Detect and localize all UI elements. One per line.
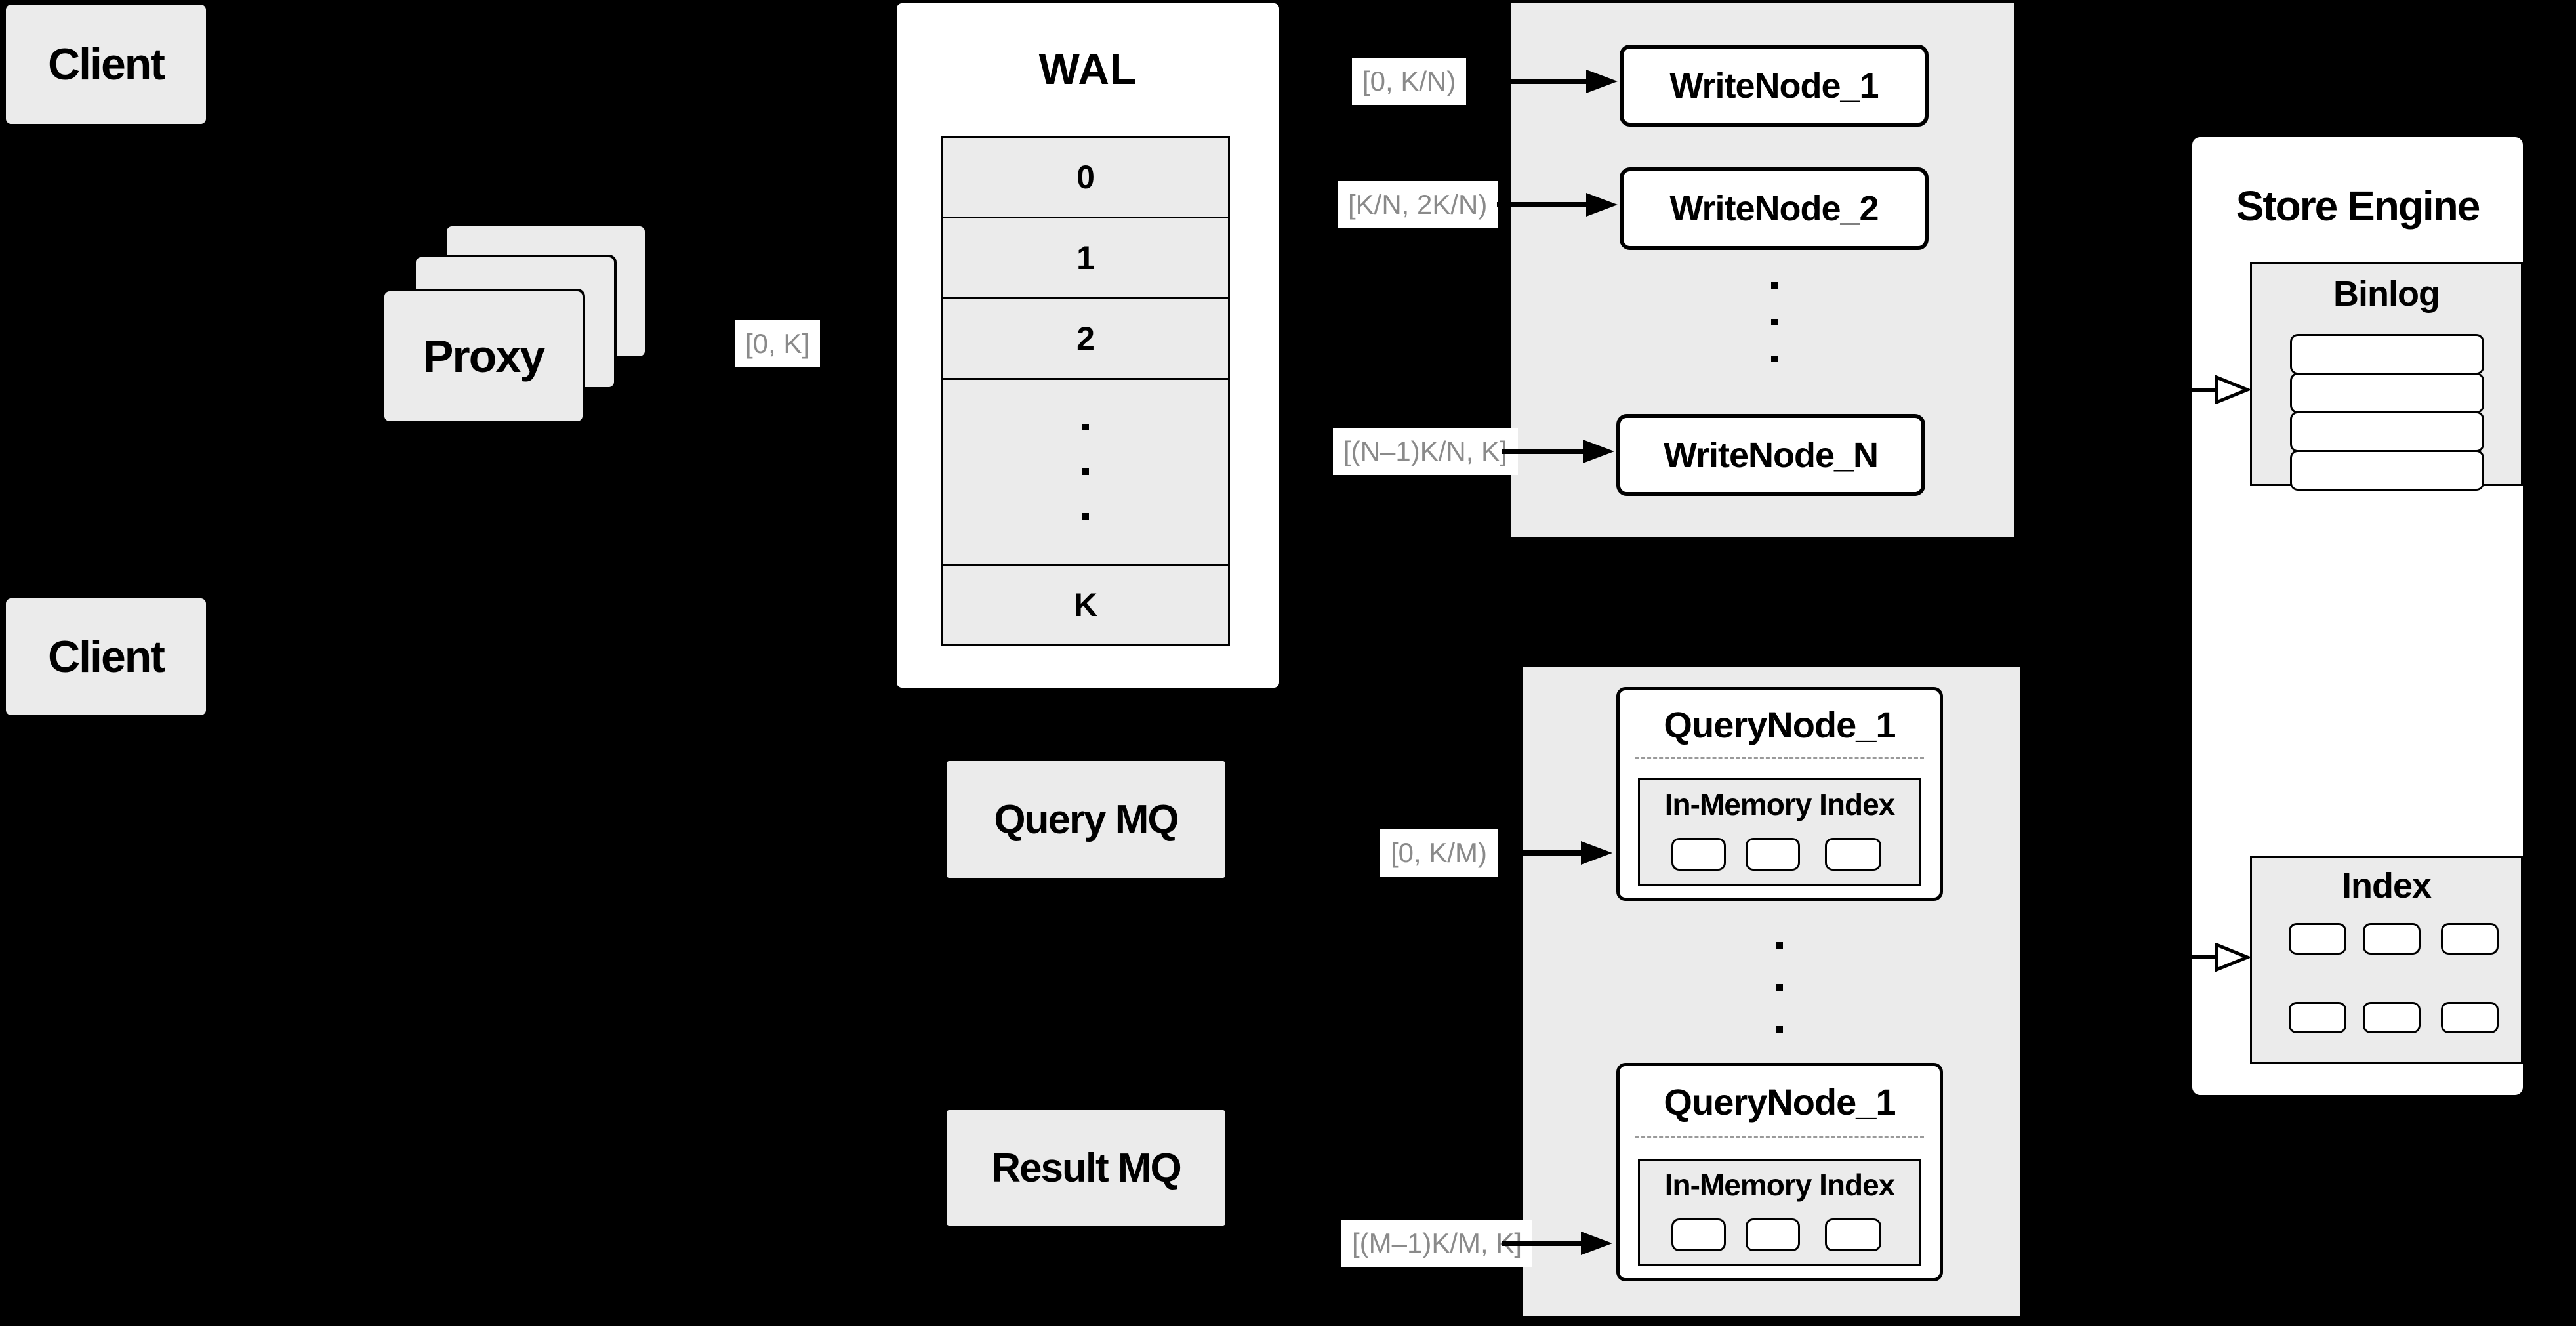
- query-node-ellipsis-dots: [1776, 942, 1783, 1033]
- in-memory-index-top-title: In-Memory Index: [1664, 787, 1896, 821]
- binlog-box: Binlog: [2250, 262, 2523, 491]
- in-memory-index-bottom: In-Memory Index: [1638, 1159, 1921, 1266]
- store-engine-title: Store Engine: [2236, 182, 2481, 230]
- arrow-line-query1: [1503, 850, 1584, 856]
- write-node-1: WriteNode_1: [1620, 45, 1929, 127]
- range-label-write2: [K/N, 2K/N): [1338, 181, 1498, 228]
- client-box-top: Client: [6, 5, 206, 124]
- wal-box: WAL 0 1 2 K: [897, 3, 1279, 688]
- ellipsis-dots: [1082, 424, 1089, 520]
- query-node-bottom-title: QueryNode_1: [1664, 1081, 1896, 1123]
- query-mq-box: Query MQ: [947, 761, 1225, 878]
- wal-row-ellipsis: [941, 378, 1230, 566]
- arrow-line-write1: [1476, 79, 1589, 84]
- dashed-separator: [1635, 1136, 1924, 1138]
- wal-title: WAL: [1038, 45, 1137, 93]
- wal-row-1: 1: [941, 217, 1230, 299]
- segment-cell: [1746, 1218, 1800, 1251]
- binlog-rows: [2290, 334, 2484, 491]
- arrow-line-queryM: [1502, 1241, 1584, 1246]
- range-label-write1: [0, K/N): [1352, 58, 1467, 105]
- result-mq-box: Result MQ: [947, 1110, 1225, 1226]
- proxy-label: Proxy: [422, 331, 546, 382]
- segment-cell: [1671, 838, 1726, 871]
- in-memory-index-top: In-Memory Index: [1638, 778, 1921, 886]
- index-box: Index: [2250, 856, 2523, 1064]
- binlog-title: Binlog: [2333, 274, 2440, 314]
- range-label-query1: [0, K/M): [1380, 829, 1498, 877]
- binlog-row: [2290, 411, 2484, 452]
- store-engine-box: Store Engine Binlog Index: [2190, 135, 2525, 1098]
- index-cell: [2441, 923, 2499, 955]
- proxy-card-front: Proxy: [382, 289, 585, 424]
- arrow-line-write2: [1497, 202, 1589, 207]
- binlog-row: [2290, 334, 2484, 375]
- arrow-line-writeN: [1502, 449, 1585, 454]
- segment-cell: [1746, 838, 1800, 871]
- query-node-top-title: QueryNode_1: [1664, 704, 1896, 745]
- segment-cell: [1825, 1218, 1881, 1251]
- range-label-proxy-out: [0, K]: [735, 320, 821, 367]
- arrowhead-binlog-hollow: [2215, 375, 2250, 404]
- client-top-label: Client: [48, 39, 165, 89]
- index-cell: [2289, 923, 2346, 955]
- wal-row-0: 0: [941, 136, 1230, 218]
- client-bottom-label: Client: [48, 632, 165, 682]
- client-box-bottom: Client: [6, 598, 206, 715]
- arrowhead-write2: [1586, 193, 1618, 217]
- wal-row-2: 2: [941, 297, 1230, 380]
- arrowhead-writeN: [1583, 440, 1614, 463]
- index-cell: [2289, 1002, 2346, 1033]
- segment-cell: [1825, 838, 1881, 871]
- wal-table: 0 1 2 K: [941, 136, 1230, 646]
- arrow-line-index: [2192, 955, 2217, 959]
- arrowhead-index-hollow: [2215, 943, 2250, 972]
- dashed-separator: [1635, 757, 1924, 759]
- wal-row-k: K: [941, 564, 1230, 646]
- write-node-n: WriteNode_N: [1616, 414, 1925, 496]
- index-cell: [2441, 1002, 2499, 1033]
- range-label-queryM: [(M–1)K/M, K]: [1341, 1220, 1533, 1267]
- binlog-row: [2290, 450, 2484, 491]
- index-cell: [2363, 923, 2421, 955]
- range-label-writeN: [(N–1)K/N, K]: [1333, 428, 1518, 475]
- write-node-ellipsis-dots: [1771, 282, 1778, 362]
- write-node-2: WriteNode_2: [1620, 167, 1929, 250]
- arrowhead-queryM: [1581, 1232, 1612, 1255]
- in-memory-index-bottom-title: In-Memory Index: [1664, 1168, 1896, 1202]
- query-node-top: QueryNode_1 In-Memory Index: [1616, 687, 1943, 901]
- arrowhead-write1: [1586, 70, 1618, 93]
- arrow-line-binlog: [2192, 388, 2217, 392]
- binlog-row: [2290, 373, 2484, 413]
- segment-cell: [1671, 1218, 1726, 1251]
- arrowhead-query1: [1581, 841, 1612, 865]
- query-node-bottom: QueryNode_1 In-Memory Index: [1616, 1063, 1943, 1281]
- index-title: Index: [2341, 866, 2432, 905]
- index-cell: [2363, 1002, 2421, 1033]
